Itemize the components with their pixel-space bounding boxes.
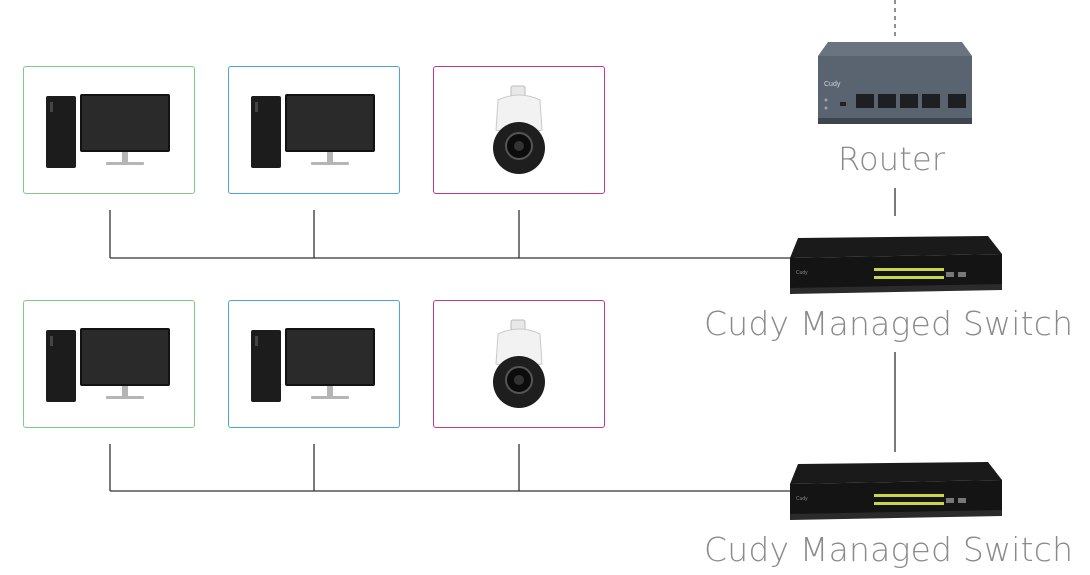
svg-text:Cudy: Cudy	[796, 496, 808, 502]
managed-switch-icon: Cudy	[790, 236, 1002, 294]
group2-pc-2-box	[228, 300, 400, 428]
desktop-computer-icon	[251, 328, 375, 402]
managed-switch-icon: Cudy	[790, 462, 1002, 520]
group1-pc-2-box	[228, 66, 400, 194]
desktop-computer-icon	[251, 94, 375, 168]
group2-pc-1-box	[23, 300, 195, 428]
router-icon: Cudy	[818, 42, 972, 124]
router-brand-text: Cudy	[824, 81, 841, 88]
svg-text:Cudy: Cudy	[796, 270, 808, 276]
desktop-computer-icon	[46, 328, 170, 402]
ptz-camera-icon	[493, 85, 545, 174]
group1-camera-box	[433, 66, 605, 194]
switch-top-label: Cudy Managed Switch	[704, 304, 1074, 343]
switch-bottom-label: Cudy Managed Switch	[704, 530, 1074, 569]
ptz-camera-icon	[493, 319, 545, 408]
group1-pc-1-box	[23, 66, 195, 194]
desktop-computer-icon	[46, 94, 170, 168]
group2-camera-box	[433, 300, 605, 428]
router-label: Router	[838, 140, 946, 178]
